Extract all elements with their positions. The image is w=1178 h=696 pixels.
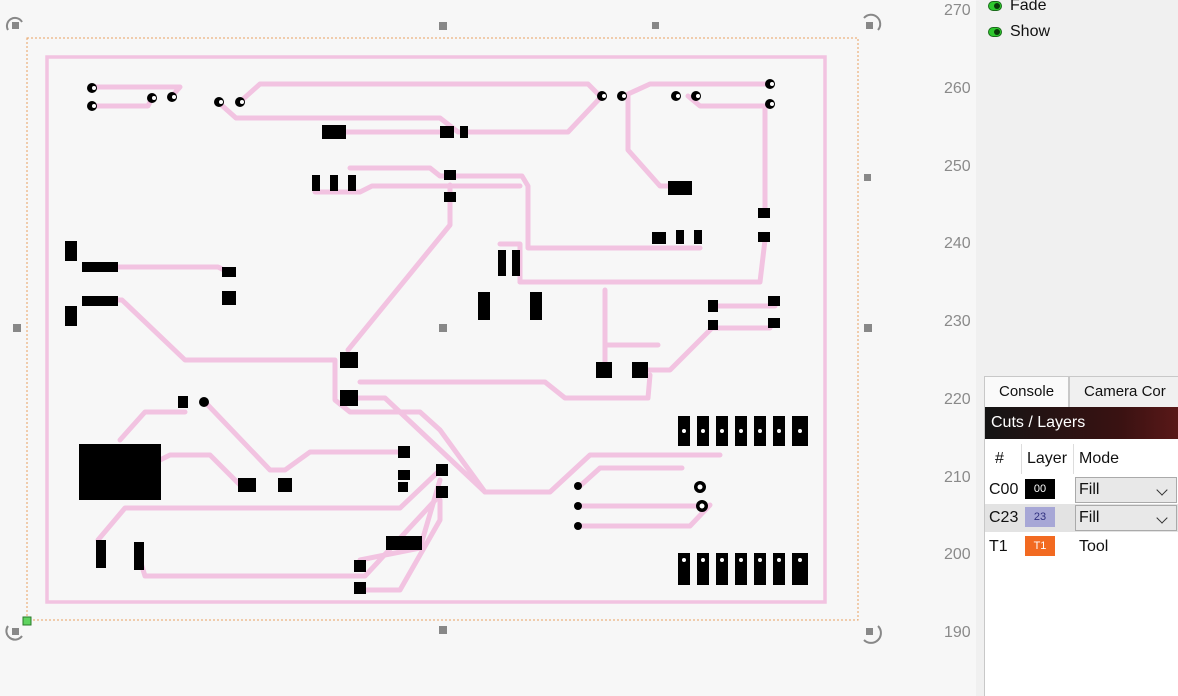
layer-id: T1 bbox=[989, 538, 1008, 555]
ruler-tick: 250 bbox=[944, 158, 971, 175]
fade-toggle[interactable]: Fade bbox=[988, 0, 1046, 16]
ruler-tick: 240 bbox=[944, 235, 971, 252]
pcb-design[interactable] bbox=[0, 0, 930, 696]
ruler-tick: 190 bbox=[944, 624, 971, 641]
mode-value: Tool bbox=[1079, 538, 1109, 555]
panel-tabs: Console Camera Cor bbox=[984, 376, 1178, 407]
tab-console[interactable]: Console bbox=[984, 376, 1070, 407]
pads bbox=[65, 79, 808, 594]
selection-bounding-box bbox=[26, 37, 859, 621]
layer-id: C23 bbox=[989, 509, 1019, 526]
header-layer: Layer bbox=[1027, 450, 1068, 467]
mode-select[interactable]: Fill bbox=[1075, 505, 1177, 531]
ruler-tick: 200 bbox=[944, 546, 971, 563]
layers-header: # Layer Mode bbox=[985, 445, 1178, 473]
ruler-tick: 270 bbox=[944, 2, 971, 19]
fade-label: Fade bbox=[1010, 0, 1047, 14]
layer-row-c23[interactable]: C23 23 Fill bbox=[985, 504, 1178, 532]
toggle-on-icon bbox=[988, 1, 1002, 11]
mode-select[interactable]: Fill bbox=[1075, 477, 1177, 503]
rotate-handles[interactable] bbox=[5, 13, 882, 644]
ruler-tick: 210 bbox=[944, 469, 971, 486]
show-toggle[interactable]: Show bbox=[988, 22, 1050, 42]
layer-row-t1[interactable]: T1 T1 Tool bbox=[985, 533, 1178, 561]
ruler-tick: 220 bbox=[944, 391, 971, 408]
chevron-down-icon bbox=[1156, 512, 1168, 524]
cuts-layers-panel: Cuts / Layers # Layer Mode C00 00 Fill C… bbox=[984, 407, 1178, 696]
tab-camera-control[interactable]: Camera Cor bbox=[1069, 376, 1178, 407]
origin-marker bbox=[22, 616, 32, 626]
layer-id: C00 bbox=[989, 481, 1019, 498]
show-label: Show bbox=[1010, 23, 1051, 40]
board-outline bbox=[45, 55, 827, 604]
mode-value: Fill bbox=[1079, 481, 1100, 498]
layer-row-c00[interactable]: C00 00 Fill bbox=[985, 476, 1178, 504]
layer-swatch[interactable]: 23 bbox=[1025, 507, 1055, 527]
vertical-ruler: 270 260 250 240 230 220 210 200 190 bbox=[930, 0, 976, 696]
mode-value: Fill bbox=[1079, 509, 1100, 526]
pad-holes bbox=[92, 82, 802, 562]
toggle-on-icon bbox=[988, 27, 1002, 37]
chevron-down-icon bbox=[1156, 484, 1168, 496]
header-mode: Mode bbox=[1079, 450, 1120, 467]
header-num: # bbox=[995, 450, 1004, 467]
layer-swatch[interactable]: 00 bbox=[1025, 479, 1055, 499]
scale-handles[interactable] bbox=[13, 22, 872, 634]
panel-title: Cuts / Layers bbox=[985, 407, 1178, 439]
design-canvas[interactable] bbox=[0, 0, 930, 696]
traces bbox=[92, 81, 778, 593]
ruler-tick: 230 bbox=[944, 313, 971, 330]
ruler-tick: 260 bbox=[944, 80, 971, 97]
side-panel: Fade Show Console Camera Cor Cuts / Laye… bbox=[976, 0, 1178, 696]
layer-swatch[interactable]: T1 bbox=[1025, 536, 1055, 556]
